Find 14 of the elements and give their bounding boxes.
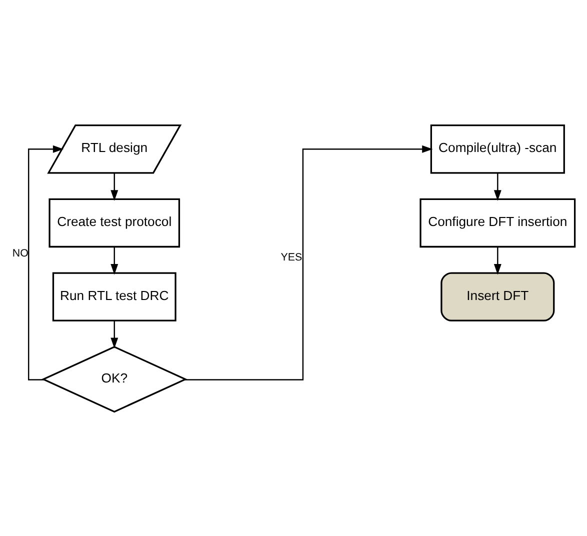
edge-label: NO bbox=[12, 247, 28, 260]
node-box: Compile(ultra) -scan bbox=[430, 124, 565, 174]
node-box: Insert DFT bbox=[440, 272, 555, 321]
arrow bbox=[494, 246, 502, 274]
arrow bbox=[110, 320, 118, 348]
node-diamond: OK? bbox=[41, 345, 188, 412]
arrow bbox=[110, 246, 118, 274]
node-box: Configure DFT insertion bbox=[420, 198, 576, 248]
arrow bbox=[184, 144, 433, 380]
node-box: Create test protocol bbox=[48, 198, 180, 248]
node-box: Run RTL test DRC bbox=[52, 272, 176, 321]
edge-label: YES bbox=[280, 251, 302, 264]
arrow bbox=[110, 172, 118, 200]
arrow bbox=[494, 172, 502, 200]
